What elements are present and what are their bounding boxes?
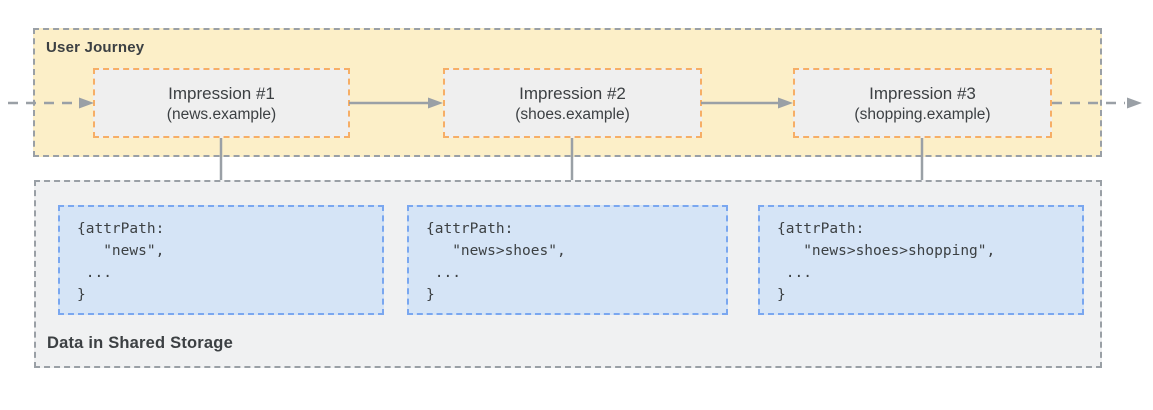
storage-entry-2: {attrPath: "news>shoes", ... } [407,205,728,315]
impression-site: (news.example) [166,105,277,123]
code-line: "news", [77,243,165,259]
code-line: } [77,287,86,303]
code-line: {attrPath: [777,221,865,237]
code-line: {attrPath: [77,221,165,237]
shared-storage-label: Data in Shared Storage [47,334,233,352]
code-line: ... [426,265,461,281]
impression-site: (shopping.example) [854,105,991,123]
user-journey-label: User Journey [46,39,145,56]
code-line: "news>shoes>shopping", [777,243,996,259]
impression-3-node: Impression #3 (shopping.example) [793,68,1052,138]
code-line: ... [777,265,812,281]
journey-entry-arrow-icon [8,97,94,109]
arrow-impression1-to-impression2-icon [349,97,443,109]
code-line: } [426,287,435,303]
storage-entry-3: {attrPath: "news>shoes>shopping", ... } [758,205,1084,315]
storage-entry-1: {attrPath: "news", ... } [58,205,384,315]
impression-2-node: Impression #2 (shoes.example) [443,68,702,138]
impression-site: (shoes.example) [515,105,630,123]
code-line: } [777,287,786,303]
impression-1-node: Impression #1 (news.example) [93,68,350,138]
code-line: {attrPath: [426,221,514,237]
code-line: "news>shoes", [426,243,566,259]
journey-exit-arrow-icon [1052,97,1142,109]
arrow-impression2-to-impression3-icon [701,97,793,109]
impression-title: Impression #1 [168,83,275,103]
code-line: ... [77,265,112,281]
impression-title: Impression #3 [869,83,976,103]
impression-title: Impression #2 [519,83,626,103]
